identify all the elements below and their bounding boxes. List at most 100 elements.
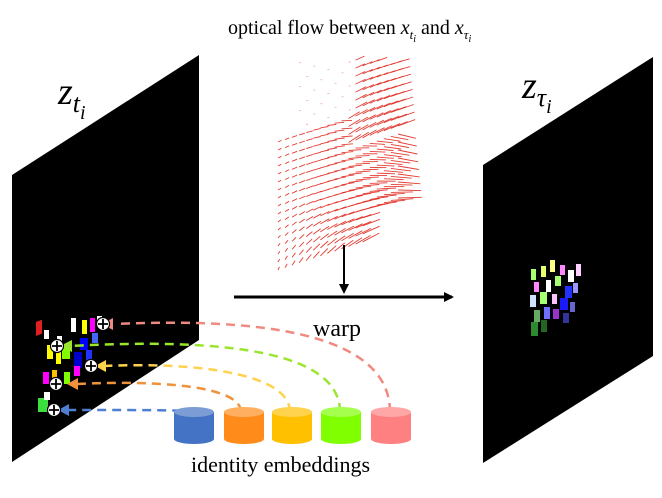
flow-vector — [355, 63, 366, 69]
flow-vector — [327, 155, 338, 158]
flow-vector — [390, 167, 412, 172]
flow-vector — [299, 172, 306, 176]
embedding-connectors — [65, 321, 392, 414]
connector-orange — [75, 381, 243, 413]
flow-vector — [334, 121, 345, 124]
flow-vector — [376, 117, 392, 126]
flow-vector — [355, 220, 372, 229]
flow-vector — [355, 101, 368, 109]
flow-vector — [362, 99, 375, 107]
flow-vector — [383, 154, 402, 158]
flow-vector — [390, 159, 411, 164]
flow-vector — [299, 195, 306, 200]
flow-vector — [355, 155, 370, 157]
flow-vector — [376, 79, 389, 86]
flow-vector — [298, 249, 304, 256]
flow-vector — [291, 166, 298, 170]
flow-vector — [284, 208, 290, 212]
flow-vector — [397, 58, 410, 63]
flow-vector — [277, 211, 282, 215]
flow-vector — [284, 216, 290, 220]
flow-vector — [320, 240, 329, 249]
flow-vector — [383, 108, 399, 116]
flow-vector — [306, 130, 313, 134]
flow-vector — [299, 140, 306, 144]
flow-vector — [298, 241, 305, 248]
flow-vector — [334, 242, 345, 252]
flow-vector — [341, 166, 354, 170]
flow-vector — [341, 151, 354, 154]
flow-vector — [397, 111, 415, 119]
flow-vector — [376, 140, 393, 144]
flow-vector — [348, 164, 362, 167]
flow-vector — [334, 176, 346, 180]
plus-icon — [83, 358, 99, 374]
flow-vector — [376, 201, 397, 206]
flow-vector — [277, 203, 282, 207]
flow-vector — [327, 123, 337, 126]
flow-vector — [390, 121, 408, 129]
flow-vector — [397, 66, 411, 71]
flow-vector — [313, 228, 321, 235]
flow-vector — [355, 162, 371, 165]
flow-vector — [313, 198, 322, 203]
flow-vector — [299, 179, 306, 184]
flow-vector — [348, 126, 361, 135]
flow-vector — [348, 237, 363, 247]
flow-vector — [284, 232, 289, 236]
flow-vector — [334, 235, 346, 244]
flow-vector — [390, 175, 412, 179]
flow-vector — [369, 203, 389, 208]
flow-vector — [369, 59, 380, 64]
flow-vector — [298, 257, 304, 264]
plus-icon — [48, 376, 64, 392]
flow-vector — [305, 216, 314, 221]
flow-vector — [327, 170, 338, 174]
embedding-cylinder-lime — [321, 407, 361, 444]
flow-vector — [362, 168, 379, 171]
connector-lime — [69, 342, 342, 413]
flow-vector — [369, 89, 382, 96]
flow-vector — [355, 93, 367, 101]
flow-vector — [348, 61, 351, 63]
flow-vector — [341, 189, 355, 194]
flow-vector — [376, 72, 389, 78]
flow-vector — [284, 192, 290, 196]
right-plane-label: zτi — [521, 65, 552, 118]
flow-vector — [355, 170, 371, 173]
flow-vector — [299, 164, 306, 168]
flow-vector — [355, 185, 372, 189]
flow-vector — [313, 175, 322, 179]
flow-vector — [362, 68, 373, 75]
flow-vector — [362, 176, 379, 179]
flow-vector — [341, 218, 355, 226]
flow-vector — [291, 135, 298, 138]
flow-vector — [369, 189, 388, 192]
flow-vector — [348, 194, 364, 199]
flow-vector — [355, 70, 366, 77]
flow-vector — [383, 192, 405, 196]
flow-vector — [313, 136, 321, 139]
flow-vector — [341, 211, 355, 218]
flow-vector — [320, 141, 329, 145]
flow-vector — [334, 153, 346, 156]
left-plane-label: zti — [57, 71, 86, 124]
flow-vector — [376, 110, 392, 118]
flow-vector — [397, 119, 416, 127]
flow-vector — [348, 230, 363, 239]
flow-vector — [291, 198, 298, 202]
flow-vector — [277, 243, 281, 247]
flow-vector — [376, 194, 397, 198]
flow-vector — [376, 94, 391, 102]
flow-vector — [284, 169, 290, 173]
flow-vector — [355, 227, 372, 237]
flow-vector — [284, 145, 290, 149]
flow-vector — [327, 147, 338, 150]
flow-vector — [277, 258, 281, 263]
flow-vector — [397, 157, 419, 163]
flow-vector — [383, 199, 406, 204]
flow-vector — [397, 181, 421, 185]
flow-vector — [397, 133, 417, 139]
flow-vector — [291, 206, 298, 210]
